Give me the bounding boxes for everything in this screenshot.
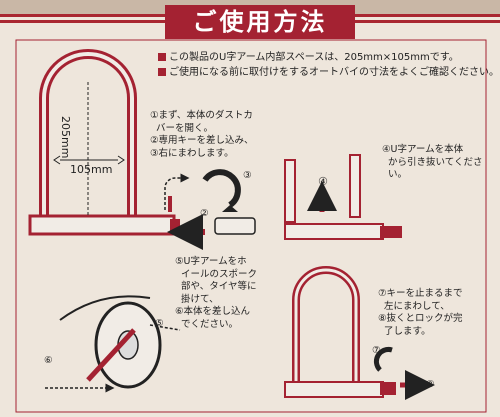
marker-2: ② xyxy=(200,208,209,219)
u-lock-diagram xyxy=(28,49,180,236)
lock-body xyxy=(28,214,176,236)
bullet-square xyxy=(158,53,166,61)
marker-3: ③ xyxy=(243,170,252,181)
page-title: ご使用方法 xyxy=(165,5,355,39)
marker-6: ⑥ xyxy=(44,355,53,366)
wheel-diagram xyxy=(45,295,181,393)
marker-7: ⑦ xyxy=(372,345,381,356)
note-check-size: ご使用になる前に取付けをするオートバイの寸法をよくご確認ください。 xyxy=(158,67,499,79)
marker-5: ⑤ xyxy=(155,318,164,329)
marker-8: ⑧ xyxy=(426,379,435,390)
bullet-square xyxy=(158,68,166,76)
lock-body-small xyxy=(284,223,384,240)
pull-arm-diagram: ④ xyxy=(284,154,402,240)
key-insert-diagram xyxy=(164,169,256,250)
step-5-6-text: ⑤U字アームをホ イールのスポーク 部や、タイヤ等に 掛けて、 ⑥本体を差し込ん… xyxy=(175,256,258,330)
inserted-arm xyxy=(86,328,136,382)
note-check-size-text: ご使用になる前に取付けをするオートバイの寸法をよくご確認ください。 xyxy=(169,67,499,78)
step-1-3-text: ①まず、本体のダストカ バーを開く。 ②専用キーを差し込み、 ③右にまわします。 xyxy=(150,110,254,159)
step-7-8-text: ⑦キーを止まるまで 左にまわして、 ⑧抜くとロックが完 了します。 xyxy=(378,288,463,337)
note-inner-space: この製品のU字アーム内部スペースは、205mm×105mmです。 xyxy=(158,52,459,64)
lock-cap xyxy=(170,219,180,231)
note-inner-space-text: この製品のU字アーム内部スペースは、205mm×105mmです。 xyxy=(169,52,459,63)
svg-text:④: ④ xyxy=(318,175,328,188)
width-dimension: 105mm xyxy=(70,163,113,176)
rotate-arrow xyxy=(202,169,241,208)
height-dimension: 205mm xyxy=(59,116,72,159)
locked-diagram xyxy=(284,266,435,400)
key-shape xyxy=(214,217,256,235)
frame-border xyxy=(15,39,487,413)
step-4-text: ④U字アームを本体 から引き抜いてくださ い。 xyxy=(382,144,483,180)
